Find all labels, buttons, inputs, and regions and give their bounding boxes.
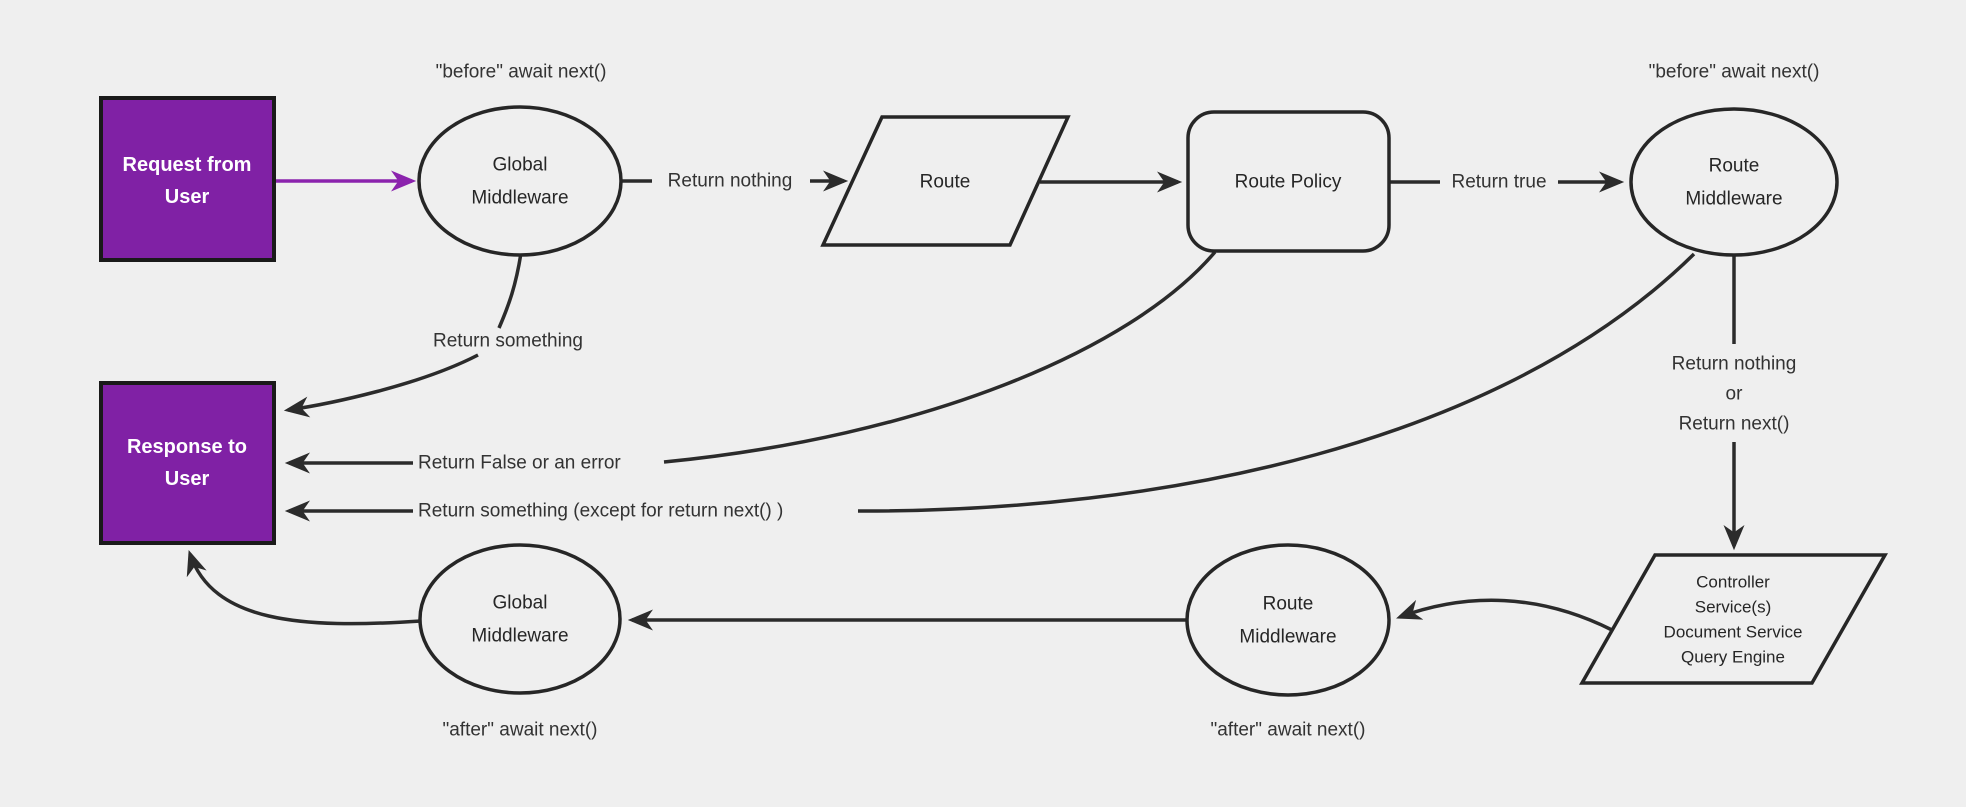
edge-return-something-upper [497,252,523,329]
controller-line3: Document Service [1664,623,1803,642]
node-route-middleware-top [1629,107,1839,257]
label-return-something: Return something [433,331,583,352]
global-middleware-top-line1: Global [493,155,548,176]
edge-globalmw-bottom-to-response [186,550,422,626]
label-after-await-left: "after" await next() [443,720,598,741]
label-return-nothing-or-line3: Return next() [1679,414,1790,435]
node-global-middleware-top [417,105,623,257]
route-policy-label: Route Policy [1235,172,1342,193]
route-middleware-top-line1: Route [1709,156,1760,177]
label-return-false-or-error: Return False or an error [418,453,621,474]
response-label-line1: Response to [127,436,247,458]
node-route [820,115,1071,247]
request-label-line1: Request from [123,154,252,176]
request-label-line2: User [165,186,210,208]
node-controller-services [1578,553,1889,685]
node-route-middleware-bottom [1185,543,1391,697]
node-global-middleware-bottom [418,543,622,695]
controller-line2: Service(s) [1695,598,1772,617]
label-return-something-except: Return something (except for return next… [418,501,783,522]
node-request-from-user [99,96,276,262]
global-middleware-bottom-line1: Global [493,593,548,614]
route-middleware-bottom-line2: Middleware [1239,627,1336,648]
label-return-true: Return true [1451,172,1546,193]
edge-controller-to-routemw-bottom [1396,598,1613,632]
controller-line4: Query Engine [1681,648,1785,667]
label-return-nothing-or-line1: Return nothing [1672,354,1797,375]
global-middleware-top-line2: Middleware [471,188,568,209]
label-return-nothing: Return nothing [668,171,793,192]
response-label-line2: User [165,468,210,490]
route-label: Route [920,172,971,193]
node-route-policy [1186,110,1391,253]
label-after-await-right: "after" await next() [1211,720,1366,741]
edge-return-except-curve [857,252,1696,513]
controller-line1: Controller [1696,573,1770,592]
edge-return-false-curve [663,250,1217,464]
global-middleware-bottom-line2: Middleware [471,626,568,647]
route-middleware-bottom-line1: Route [1263,594,1314,615]
label-return-nothing-or-line2: or [1726,384,1744,405]
node-response-to-user [99,381,276,545]
label-before-await-left: "before" await next() [436,62,607,83]
label-before-await-right: "before" await next() [1649,62,1820,83]
edge-return-something-lower [283,353,479,418]
route-middleware-top-line2: Middleware [1685,189,1782,210]
